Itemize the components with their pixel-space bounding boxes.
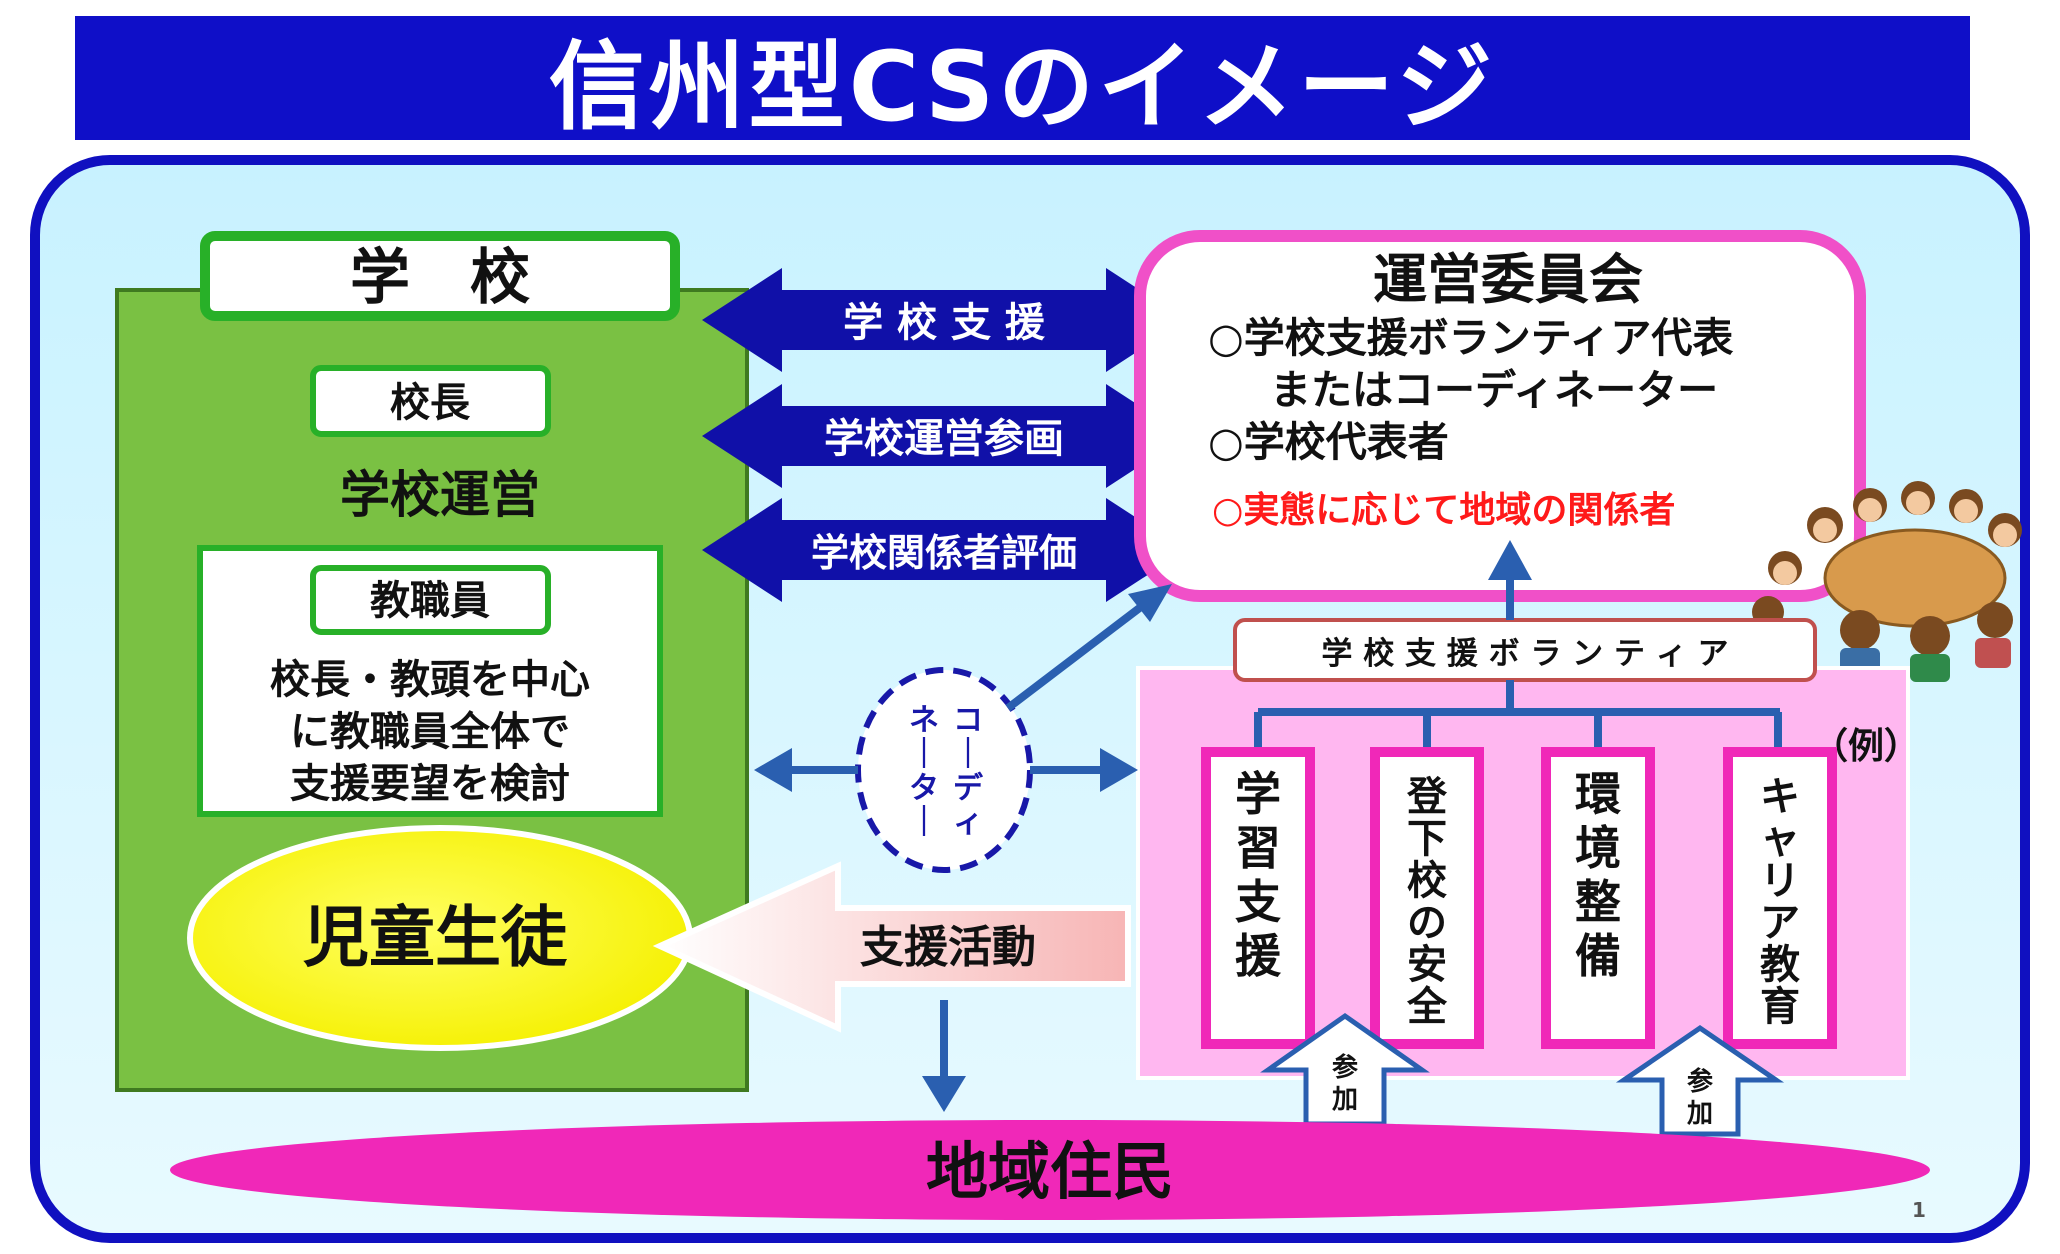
committee-item-2: またはコーディネーター — [1270, 366, 1718, 414]
arrow-school-participation: 学校運営参画 — [702, 384, 1186, 488]
community-label: 地域住民 — [926, 1135, 1174, 1208]
principal-label: 校長 — [390, 380, 471, 426]
committee-box — [1134, 230, 1866, 602]
arrow-school-evaluation: 学校関係者評価 — [702, 498, 1186, 602]
arrow-to-committee-head — [1488, 540, 1532, 580]
arrow-school-evaluation-label: 学校関係者評価 — [811, 531, 1077, 575]
activity-career-label: キャリア教育 — [1760, 774, 1800, 1030]
support-activity-label: 支援活動 — [860, 922, 1036, 973]
school-management-label: 学校運営 — [340, 466, 540, 524]
school-title-box — [200, 231, 680, 321]
staff-desc-line-3: 支援要望を検討 — [290, 761, 570, 807]
volunteer-title: 学 校 支 援 ボ ラ ン テ ィ ア — [1321, 636, 1728, 672]
coordinator-ellipse — [855, 667, 1033, 873]
join-label-left: 参加 — [1332, 1052, 1358, 1115]
students-label: 児童生徒 — [303, 899, 568, 976]
coordinator-arrow-heads — [754, 584, 1172, 1112]
arrow-school-support: 学 校 支 援 — [702, 268, 1186, 372]
activity-column-safety — [1370, 747, 1484, 1049]
staff-label-box — [310, 565, 551, 635]
page-number: 1 — [1912, 1198, 1926, 1222]
arrow-school-support-label: 学 校 支 援 — [843, 300, 1046, 346]
committee-title: 運営委員会 — [1373, 248, 1643, 311]
activity-safety-label: 登下校の安全 — [1406, 774, 1448, 1030]
coordinator-text-col1: コ｜ディ — [953, 703, 984, 840]
support-activity-arrow — [652, 861, 1131, 1033]
page-title: 信州型CSのイメージ — [548, 30, 1497, 143]
volunteer-tree-lines — [1254, 575, 1782, 752]
community-ellipse — [170, 1120, 1930, 1220]
staff-label: 教職員 — [370, 578, 490, 624]
activity-column-learning — [1201, 747, 1315, 1049]
coordinator-text-col2: ネ｜タ｜ — [909, 703, 939, 840]
school-title: 学 校 — [350, 243, 530, 313]
arrow-school-participation-label: 学校運営参画 — [824, 416, 1064, 462]
committee-item-3: ○学校代表者 — [1208, 418, 1449, 466]
join-arrow-right — [1615, 1024, 1785, 1137]
staff-desc-line-2: に教職員全体で — [290, 709, 570, 755]
activity-column-career — [1723, 747, 1837, 1049]
coordinator-arrows — [780, 596, 1153, 1085]
activity-learning-label: 学習支援 — [1235, 767, 1282, 983]
volunteer-title-box — [1233, 618, 1817, 682]
committee-item-1: ○学校支援ボランティア代表 — [1208, 314, 1733, 362]
committee-highlight: ○実態に応じて地域の関係者 — [1212, 490, 1675, 531]
title-banner: 信州型CSのイメージ — [75, 16, 1970, 143]
activity-column-environment — [1541, 747, 1655, 1049]
staff-desc-line-1: 校長・教頭を中心 — [270, 657, 590, 703]
join-label-right: 参加 — [1687, 1066, 1713, 1129]
join-arrow-left — [1260, 1012, 1430, 1127]
principal-box — [310, 365, 551, 437]
activity-environment-label: 環境整備 — [1575, 767, 1621, 983]
